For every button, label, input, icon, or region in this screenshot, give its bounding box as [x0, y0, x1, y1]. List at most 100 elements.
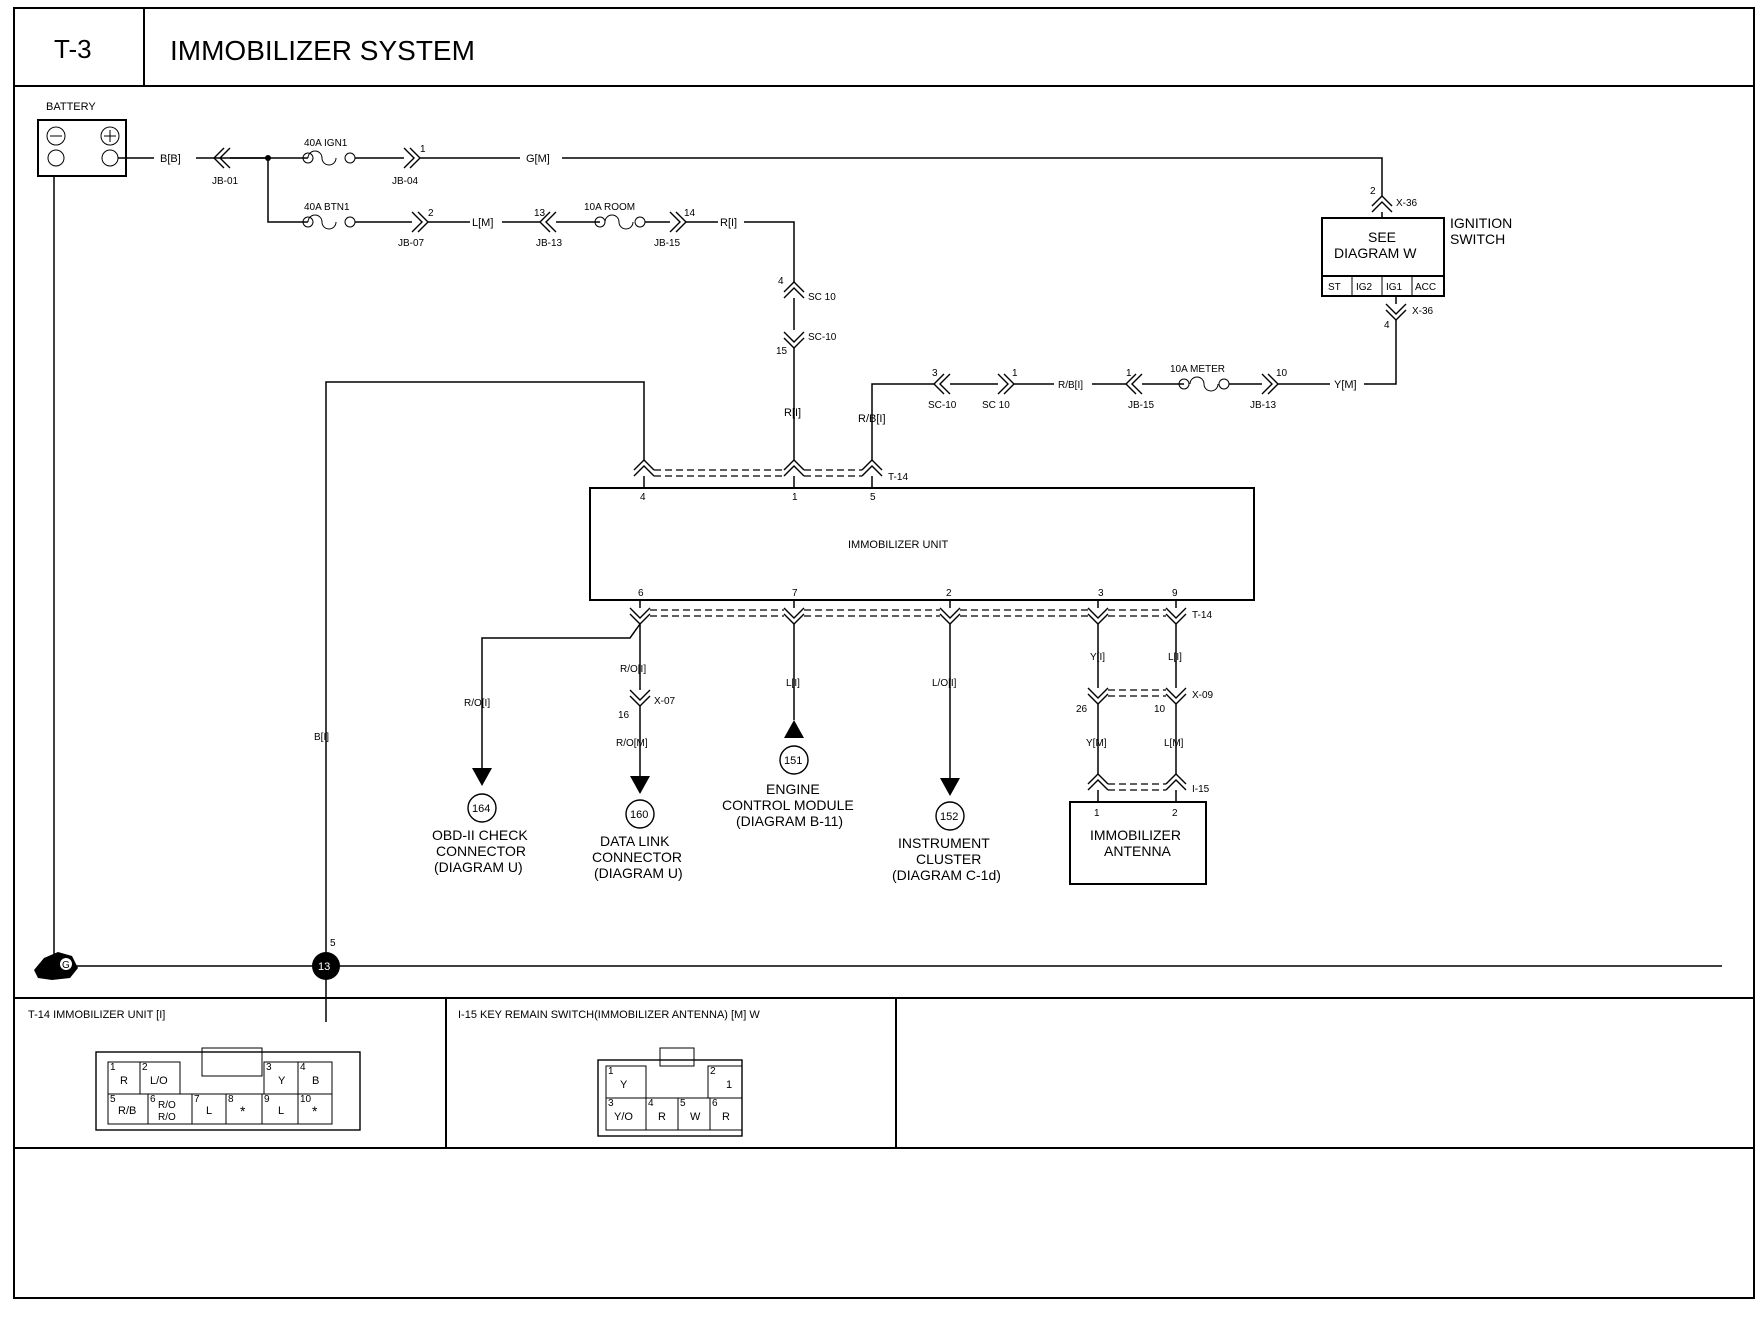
- ant-conn-2-label: I-15: [1192, 784, 1210, 795]
- i15-pin-1-color: Y: [620, 1079, 628, 1091]
- obd-label-2: CONNECTOR: [436, 843, 526, 859]
- fuse-btn1-label: 40A BTN1: [304, 202, 350, 213]
- ant-conn-label: X-09: [1192, 690, 1214, 701]
- cluster-arrow: [940, 778, 960, 796]
- t14-pin-10-color: *: [312, 1103, 318, 1119]
- unit-pin-top-1: 1: [792, 492, 798, 503]
- meter-pin-out: 10: [1276, 368, 1288, 379]
- t14-pin-9-num: 9: [264, 1094, 270, 1105]
- ign-sw-see-1: SEE: [1368, 229, 1396, 245]
- dlc-wire-1: R/O[I]: [620, 664, 646, 675]
- room-pin-out: 14: [684, 208, 696, 219]
- i15-connector-view: [597, 1047, 743, 1137]
- fuse-room-label: 10A ROOM: [584, 202, 635, 213]
- jb04-label: JB-04: [392, 176, 419, 187]
- i15-pin-5-color: W: [690, 1111, 701, 1123]
- obd-label-3: (DIAGRAM U): [434, 859, 523, 875]
- t14-pin-4-color: B: [312, 1075, 319, 1087]
- unit-pin-bottom-6: 6: [638, 588, 644, 599]
- ign1-pin: 1: [420, 144, 426, 155]
- ign-sw-label-2: SWITCH: [1450, 231, 1505, 247]
- cluster-ref-num: 152: [940, 811, 958, 823]
- t14-pin-5-color: R/B: [118, 1105, 136, 1117]
- jb15-label-room: JB-15: [654, 238, 681, 249]
- ign-sw-pin-top: 2: [1370, 186, 1376, 197]
- unit-wire-rb: R/B[I]: [858, 413, 886, 425]
- sc10-c-pin-left: 3: [932, 368, 938, 379]
- obd-ref-circle: [467, 793, 497, 823]
- meter-pin-in: 1: [1126, 368, 1132, 379]
- ign-sw-conn-bottom: X-36: [1412, 306, 1434, 317]
- ign-sw-conn-top: X-36: [1396, 198, 1418, 209]
- ant-pin-l: 10: [1154, 704, 1166, 715]
- unit-label: IMMOBILIZER UNIT: [848, 539, 949, 551]
- ign-sw-terminal-acc: ACC: [1415, 282, 1436, 293]
- t14-pin-1-color: R: [120, 1075, 128, 1087]
- antenna-label-2: ANTENNA: [1104, 843, 1172, 859]
- dlc-conn-pin: 16: [618, 710, 630, 721]
- i15-pin-5-num: 5: [680, 1098, 686, 1109]
- jb01-label: JB-01: [212, 176, 239, 187]
- sc10-b-name: SC-10: [808, 332, 837, 343]
- ecm-arrow: [784, 720, 804, 738]
- ground-g-label: G: [62, 960, 70, 971]
- ant-wire-l2: L[M]: [1164, 738, 1184, 749]
- i15-pin-6-num: 6: [712, 1098, 718, 1109]
- sc10-b-pin: 15: [776, 346, 788, 357]
- ign-sw-label-1: IGNITION: [1450, 215, 1512, 231]
- t14-pin-9-color: L: [278, 1105, 284, 1117]
- t14-pin-8-color: *: [240, 1103, 246, 1119]
- i15-pin-4-num: 4: [648, 1098, 654, 1109]
- cluster-wire-label: L/O[I]: [932, 678, 957, 689]
- unit-pin-top-4: 4: [640, 492, 646, 503]
- jb13-label-room: JB-13: [536, 238, 563, 249]
- ant-wire-y1: Y[I]: [1090, 652, 1105, 663]
- unit-bottom-conn: T-14: [1192, 610, 1212, 621]
- ground-wire-label: B[I]: [314, 732, 329, 743]
- ecm-ref-num: 151: [784, 755, 802, 767]
- t14-pin-6-color: R/O: [158, 1100, 176, 1111]
- page-frame: [13, 7, 1755, 1299]
- i15-pin-3-color: Y/O: [614, 1111, 633, 1123]
- unit-pin-bottom-7: 7: [792, 588, 798, 599]
- i15-pin-4-color: R: [658, 1111, 666, 1123]
- sc10-c-name-right: SC 10: [982, 400, 1010, 411]
- t14-pin-2-color: L/O: [150, 1075, 168, 1087]
- t14-connector-view: [95, 1047, 361, 1131]
- sc10-a-pin: 4: [778, 276, 784, 287]
- t14-pin-6-color-b: R/O: [158, 1112, 176, 1123]
- cluster-label-3: (DIAGRAM C-1d): [892, 867, 1001, 883]
- i15-pin-2-color: 1: [726, 1079, 732, 1091]
- t14-pin-3-color: Y: [278, 1075, 286, 1087]
- btn1-wire-label: L[M]: [472, 217, 493, 229]
- t14-pin-4-num: 4: [300, 1062, 306, 1073]
- ant-pin-2: 2: [1172, 808, 1178, 819]
- sc10-c-pin-right: 1: [1012, 368, 1018, 379]
- ant-wire-y2: Y[M]: [1086, 738, 1107, 749]
- obd-wire-label: R/O[I]: [464, 698, 490, 709]
- ground-g-symbol: [34, 952, 78, 980]
- cluster-label-2: CLUSTER: [916, 851, 981, 867]
- i15-pin-6-color: R: [722, 1111, 730, 1123]
- dlc-label-3: (DIAGRAM U): [594, 865, 683, 881]
- cluster-label-1: INSTRUMENT: [898, 835, 990, 851]
- t14-pin-7-num: 7: [194, 1094, 200, 1105]
- ecm-label-1: ENGINE: [766, 781, 820, 797]
- t14-pin-1-num: 1: [110, 1062, 116, 1073]
- unit-pin-bottom-2: 2: [946, 588, 952, 599]
- ign1-wire-label: G[M]: [526, 153, 550, 165]
- dlc-ref-num: 160: [630, 809, 648, 821]
- t14-pin-10-num: 10: [300, 1094, 312, 1105]
- t14-pin-5-num: 5: [110, 1094, 116, 1105]
- t14-view-title: T-14 IMMOBILIZER UNIT [I]: [28, 1009, 165, 1021]
- dlc-conn-label: X-07: [654, 696, 676, 707]
- i15-view-title: I-15 KEY REMAIN SWITCH(IMMOBILIZER ANTEN…: [458, 1009, 760, 1021]
- ground-splice: [312, 952, 340, 980]
- ant-pin-y: 26: [1076, 704, 1088, 715]
- ecm-label-3: (DIAGRAM B-11): [736, 813, 843, 829]
- ant-wire-l1: L[I]: [1168, 652, 1182, 663]
- jb07-label: JB-07: [398, 238, 425, 249]
- dlc-label-1: DATA LINK: [600, 833, 670, 849]
- antenna-label-1: IMMOBILIZER: [1090, 827, 1181, 843]
